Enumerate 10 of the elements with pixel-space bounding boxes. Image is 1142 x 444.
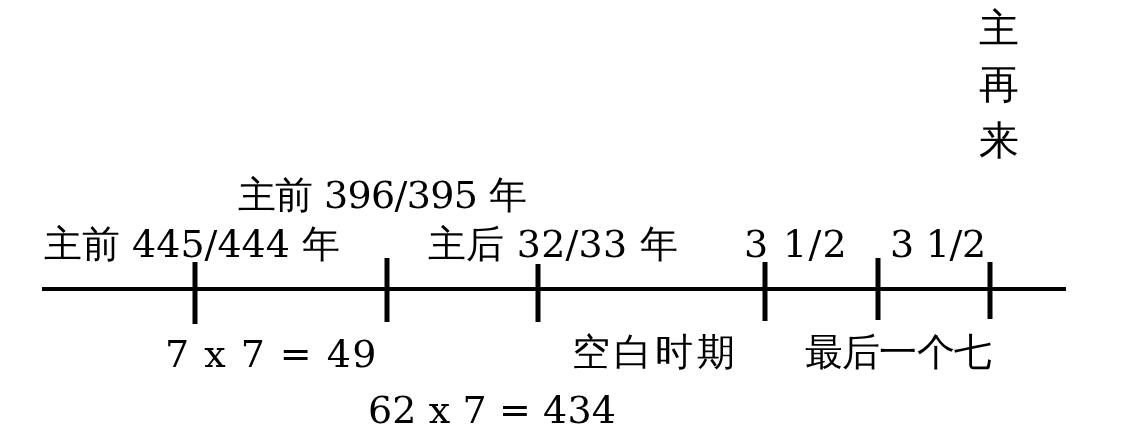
- period-label: 最后一个七: [805, 333, 991, 371]
- duration-label: 3 1/2: [744, 225, 848, 263]
- equation-label: 7 x 7 = 49: [165, 335, 378, 373]
- date-label: 主前 396/395 年: [238, 176, 526, 214]
- date-label: 主后 32/33 年: [428, 225, 678, 263]
- period-label: 空白时期: [572, 333, 738, 371]
- event-label: 主再来: [979, 4, 1019, 165]
- equation-label: 62 x 7 = 434: [368, 391, 616, 429]
- date-label: 主前 445/444 年: [44, 225, 341, 263]
- duration-label: 3 1/2: [890, 225, 986, 263]
